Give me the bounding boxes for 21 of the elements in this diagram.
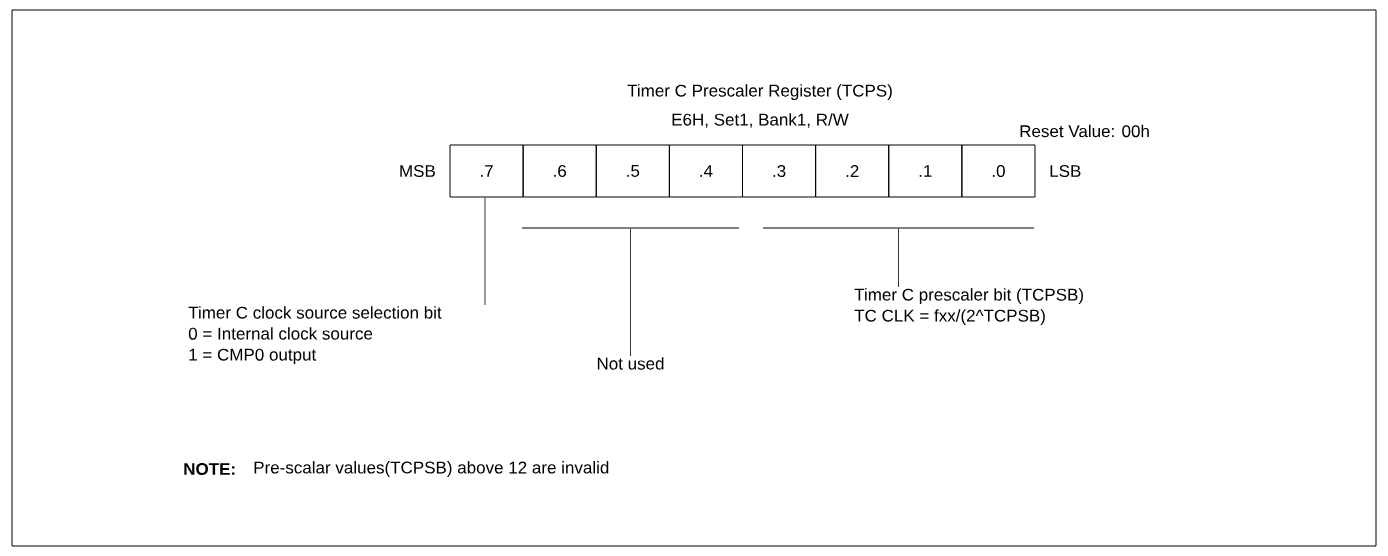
- leader-line: [898, 228, 899, 288]
- bit-cell: .7: [449, 144, 524, 198]
- leader-line: [484, 197, 486, 306]
- reset-value-text: Reset Value: 00h: [1020, 124, 1149, 138]
- bit-cell: .2: [815, 144, 890, 198]
- bit-cell: .3: [742, 144, 817, 198]
- bit-cell: .0: [961, 144, 1036, 198]
- note-text: Pre-scalar values(TCPSB) above 12 are invalid: [254, 461, 609, 477]
- register-address: E6H, Set1, Bank1, R/W: [672, 113, 849, 128]
- leader-line: [630, 228, 631, 357]
- note-label: NOTE:: [184, 462, 235, 475]
- bit-cell: .5: [595, 144, 670, 198]
- bracket-line: [763, 227, 1034, 229]
- description-text: Timer C clock source selection bit 0 = Internal clock source 1 = CMP0 output: [188, 306, 442, 365]
- bracket-line: [522, 227, 739, 229]
- bit-cell: .6: [522, 144, 597, 198]
- bit-cell: .4: [668, 144, 743, 198]
- register-title: Timer C Prescaler Register (TCPS): [627, 84, 892, 101]
- bit-cell: .1: [888, 144, 963, 198]
- description-text: Not used: [597, 357, 664, 370]
- description-text: Timer C prescaler bit (TCPSB) TC CLK = fxx/(2^TCPSB): [854, 288, 1083, 326]
